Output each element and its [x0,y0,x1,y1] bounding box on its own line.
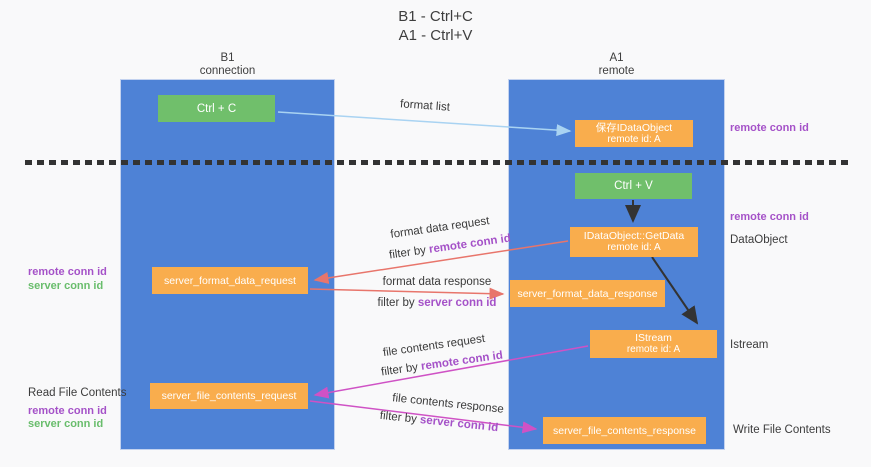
node-idataobject-getdata: IDataObject::GetData remote id: A [570,227,698,257]
copy-paste-divider-line [25,160,851,165]
filter-remote-conn-id: remote conn id [428,232,512,256]
filter-by-text: filter by [388,244,427,262]
node-ctrl-c-label: Ctrl + C [196,102,237,115]
node-getdata-line1: IDataObject::GetData [583,230,685,242]
annotation-read-file-contents: Read File Contents [28,387,127,399]
node-server-file-contents-response: server_file_contents_response [543,417,706,444]
column-a1-name: A1 [609,52,624,64]
annotation-left-server-conn-id-2: server conn id [28,418,104,430]
node-ctrl-c: Ctrl + C [158,95,275,122]
column-b1-subtitle: connection [199,65,256,77]
column-header-a1: A1 remote [549,52,684,78]
column-b1-name: B1 [220,52,235,64]
column-a1-subtitle: remote [598,65,635,77]
node-server-file-contents-request-label: server_file_contents_request [161,390,297,402]
node-server-format-data-response-label: server_format_data_response [517,287,658,300]
filter-by-text-2: filter by [377,297,415,309]
column-header-b1: B1 connection [160,52,295,78]
label-format-list: format list [399,98,451,114]
node-istream-line1: IStream [635,332,672,344]
filter-server-conn-id: server conn id [417,297,497,309]
title-line-2: A1 - Ctrl+V [398,27,473,44]
node-save-idataobject: 保存IDataObject remote id: A [575,120,693,147]
node-server-format-data-request: server_format_data_request [152,267,308,294]
annotation-remote-conn-id-mid: remote conn id [730,211,809,223]
node-server-file-contents-response-label: server_file_contents_response [552,424,696,437]
node-istream-line2: remote id: A [626,344,681,355]
filter-by-text-3: filter by [380,361,419,379]
node-server-file-contents-request: server_file_contents_request [150,383,308,409]
filter-remote-conn-id-2: remote conn id [420,349,504,373]
node-getdata-line2: remote id: A [607,242,661,253]
title-line-1: B1 - Ctrl+C [398,8,473,25]
filter-by-text-4: filter by [379,409,418,426]
annotation-remote-conn-id-top: remote conn id [730,122,809,134]
arrow-format-data-response [309,287,505,300]
node-ctrl-v-label: Ctrl + V [614,180,653,192]
node-ctrl-v: Ctrl + V [575,173,692,199]
diagram-title: B1 - Ctrl+C A1 - Ctrl+V [0,7,871,45]
node-save-idataobject-line1: 保存IDataObject [595,121,673,134]
node-server-format-data-response: server_format_data_response [510,280,665,307]
annotation-dataobject: DataObject [730,234,788,246]
annotation-left-remote-conn-id-1: remote conn id [28,266,107,278]
node-server-format-data-request-label: server_format_data_request [164,274,296,287]
node-save-idataobject-line2: remote id: A [607,133,661,145]
node-istream: IStream remote id: A [590,330,717,358]
annotation-left-server-conn-id-1: server conn id [28,280,104,292]
label-format-data-response: format data response [382,276,492,288]
label-filter-by-server-1: filter by server conn id [362,297,512,309]
annotation-left-remote-conn-id-2: remote conn id [28,405,107,417]
filter-server-conn-id-2: server conn id [419,414,499,435]
annotation-write-file-contents: Write File Contents [733,424,831,436]
annotation-istream: Istream [730,339,769,351]
